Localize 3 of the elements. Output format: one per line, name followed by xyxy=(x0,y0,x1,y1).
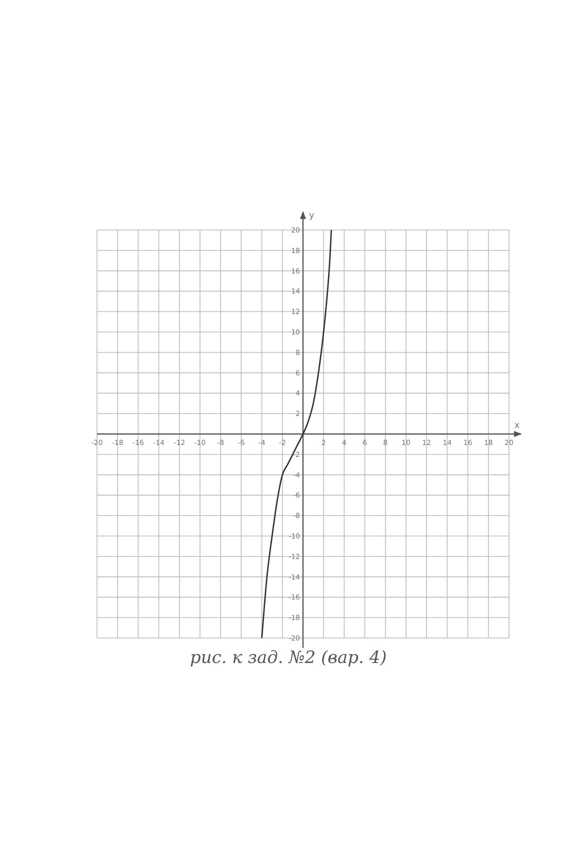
axis-label: x xyxy=(514,421,520,431)
axis-label: y xyxy=(309,211,314,221)
figure-caption: рис. к зад. №2 (вар. 4) xyxy=(190,648,387,668)
